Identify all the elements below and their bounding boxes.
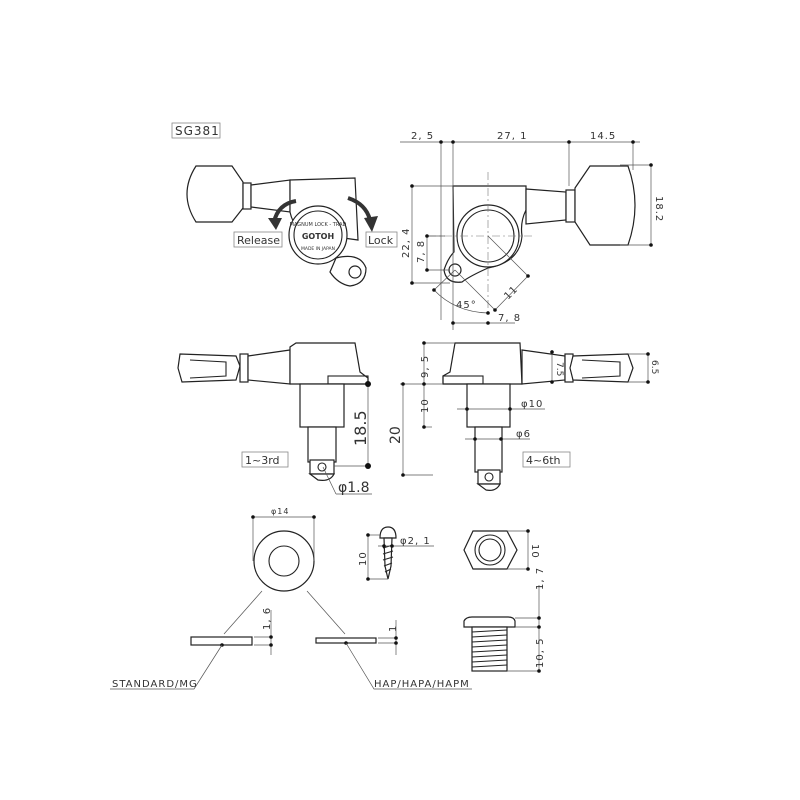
string-post: [307, 426, 337, 463]
model-text: SG381: [175, 124, 220, 138]
button-collar: [242, 182, 252, 210]
mount-ear: [329, 255, 367, 287]
bushing-thread: [471, 626, 508, 672]
button-collar: [565, 189, 576, 223]
dim-7-5: 7.5: [554, 362, 564, 376]
dim-hole-1-8: φ1.8: [338, 480, 370, 496]
knob-brand: GOTOH: [302, 232, 334, 241]
dim-20: 20: [388, 426, 404, 444]
button-collar: [239, 353, 249, 383]
knob-text-bottom: MADE IN JAPAN: [301, 246, 335, 252]
dim-1: 1: [388, 625, 399, 632]
tuner-button: [177, 353, 241, 383]
string-post: [474, 426, 503, 473]
standard-mg-label: STANDARD/MG: [112, 679, 198, 690]
bushing-head: [463, 616, 516, 628]
dim-screw-10: 10: [358, 551, 369, 566]
dim-14-5: 14.5: [590, 131, 616, 142]
dim-2-5: 2, 5: [411, 131, 434, 142]
tuner-button: [569, 353, 634, 383]
dim-10: 10: [420, 398, 431, 413]
bushing-shaft: [466, 383, 511, 428]
dim-10-5: 10, 5: [535, 638, 546, 668]
dim-nut-10: 10: [529, 544, 540, 559]
dim-7-8-vertical: 7, 8: [416, 240, 427, 263]
dim-phi-14: φ14: [271, 507, 289, 516]
dim-7-8-horizontal: 7, 8: [498, 313, 521, 324]
hap-hapa-hapm-label: HAP/HAPA/HAPM: [374, 679, 470, 690]
dim-phi-6: φ6: [516, 429, 531, 440]
dim-1-6: 1, 6: [262, 607, 273, 630]
tuner-top-left: MAGNUM LOCK - TRAD GOTOH MADE IN JAPAN R…: [186, 165, 398, 287]
washer-top-view: [253, 530, 315, 592]
lock-label: Lock: [368, 234, 394, 247]
model-label: SG381: [171, 122, 221, 139]
bushing-shaft: [299, 383, 345, 428]
dim-1-7: 1, 7: [535, 567, 546, 590]
tuner-side-left: 18.5 1~3rd φ1.8: [177, 342, 372, 496]
mount-hole: [348, 265, 362, 279]
strings-4-6-label: 4~6th: [526, 454, 561, 467]
washer-parts: φ14 1, 6 1 STANDARD/MG HAP/HAPA/HAPM: [110, 507, 472, 690]
dim-9-5: 9, 5: [420, 355, 431, 378]
tuner-shaft: [247, 349, 291, 385]
lock-knob: [288, 205, 348, 265]
strings-1-3-label: 1~3rd: [245, 454, 280, 467]
dim-6-5: 6.5: [649, 360, 659, 374]
knob-text-top: MAGNUM LOCK - TRAD: [290, 222, 347, 228]
hex-nut-and-bushing: 10 1, 7 10, 5: [463, 529, 546, 673]
tuner-button: [574, 165, 636, 246]
hex-nut: [463, 530, 518, 570]
dim-27-1: 27, 1: [497, 131, 527, 142]
tuner-top-right: 2, 5 27, 1 14.5 18.2 22, 4 7, 8 7, 8 11 …: [400, 131, 664, 330]
release-label: Release: [237, 234, 280, 247]
tuner-shaft: [525, 188, 567, 225]
dim-18-2: 18.2: [653, 196, 664, 222]
tuner-button: [186, 165, 244, 223]
mounting-screw: 10 φ2, 1: [358, 526, 434, 581]
tuner-body: [289, 342, 369, 385]
dim-45-degrees: 45°: [456, 300, 477, 311]
dim-phi-2-1: φ2, 1: [400, 536, 431, 547]
dim-phi-10: φ10: [521, 399, 543, 410]
tuner-side-right: 9, 5 10 20 φ10 φ6 7.5 6.5 4~6th: [388, 341, 659, 491]
dim-18-5: 18.5: [351, 410, 370, 446]
dim-22-4: 22, 4: [401, 228, 412, 258]
